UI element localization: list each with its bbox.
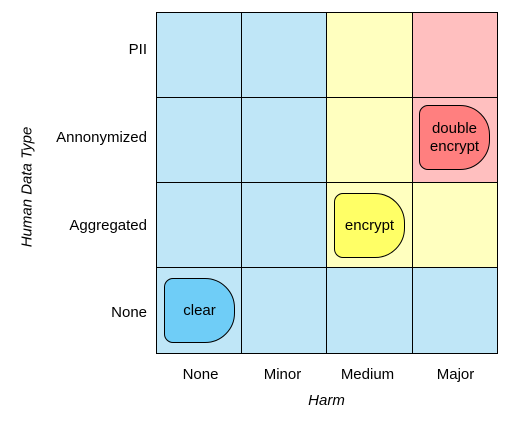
matrix-cell-r0-c0: [156, 12, 242, 98]
matrix-cell-r1-c2: [326, 97, 413, 183]
matrix-cell-r2-c0: [156, 182, 242, 268]
y-axis-title: Human Data Type: [18, 126, 36, 248]
col-label-medium: Medium: [340, 366, 395, 383]
row-label-annonymized: Annonymized: [56, 129, 147, 146]
matrix-cell-r2-c1: [241, 182, 327, 268]
row-label-none: None: [111, 304, 147, 321]
matrix-cell-r3-c3: [412, 267, 498, 354]
x-axis-title: Harm: [308, 392, 345, 409]
double-encrypt-badge: double encrypt: [419, 105, 490, 170]
matrix-cell-r0-c3: [412, 12, 498, 98]
matrix-cell-r3-c1: [241, 267, 327, 354]
col-label-none: None: [182, 366, 219, 383]
matrix-cell-r1-c0: [156, 97, 242, 183]
encrypt-badge: encrypt: [334, 193, 405, 258]
clear-badge: clear: [164, 278, 235, 343]
matrix-cell-r3-c2: [326, 267, 413, 354]
double-encrypt-line1: double: [431, 119, 478, 137]
matrix-cell-r1-c1: [241, 97, 327, 183]
matrix-cell-r0-c1: [241, 12, 327, 98]
matrix-cell-r2-c3: [412, 182, 498, 268]
col-label-minor: Minor: [263, 366, 302, 383]
matrix-cell-r0-c2: [326, 12, 413, 98]
double-encrypt-line2: encrypt: [429, 137, 480, 155]
matrix-grid: [156, 12, 498, 354]
row-label-aggregated: Aggregated: [69, 217, 147, 234]
col-label-major: Major: [436, 366, 475, 383]
row-label-pii: PII: [128, 41, 147, 58]
